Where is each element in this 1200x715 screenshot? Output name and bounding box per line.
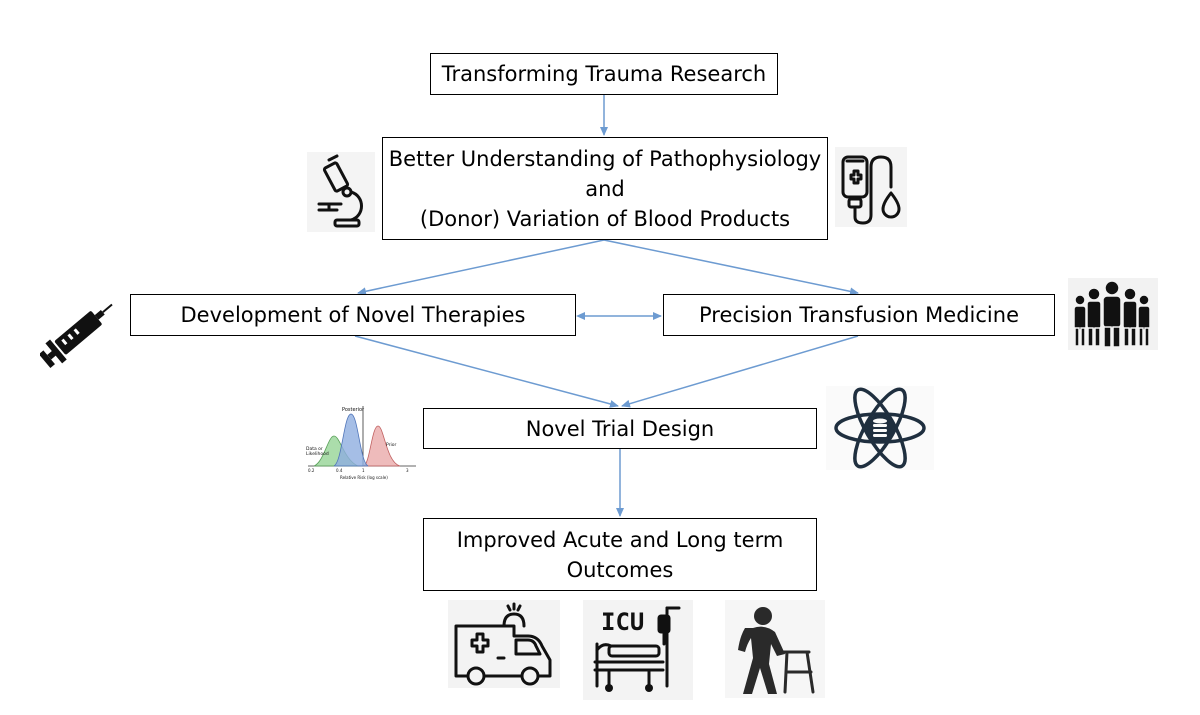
iv-bag-icon — [835, 147, 907, 227]
icu-text: ICU — [601, 608, 644, 636]
icu-bed-icon: ICU — [583, 600, 693, 700]
microscope-icon — [307, 152, 375, 232]
node-novel-trial-design: Novel Trial Design — [423, 408, 817, 449]
data-label: Data or — [306, 446, 323, 452]
x-axis-label: Relative Risk (log scale) — [340, 475, 388, 480]
prior-curve — [362, 425, 401, 467]
posterior-label: Posterior — [342, 407, 365, 413]
node-better-understanding: Better Understanding of Pathophysiology … — [382, 137, 828, 240]
ambulance-icon — [448, 600, 560, 688]
node-label-line: (Donor) Variation of Blood Products — [419, 206, 791, 231]
node-label: Novel Trial Design — [525, 416, 715, 441]
node-label-line: Better Understanding of Pathophysiology — [388, 146, 822, 171]
arrow-precision-to-trial — [621, 335, 859, 408]
node-label: Precision Transfusion Medicine — [699, 303, 1019, 327]
tick-label: 3 — [406, 468, 409, 473]
atom-database-icon — [826, 386, 934, 470]
tick-label: 0.2 — [308, 468, 315, 473]
arrow-therapies-to-trial — [354, 335, 619, 408]
node-label: Transforming Trauma Research — [441, 62, 767, 86]
node-improved-outcomes: Improved Acute and Long term Outcomes — [423, 518, 817, 591]
node-label-line: Improved Acute and Long term — [456, 527, 784, 552]
syringe-icon — [40, 293, 124, 369]
node-label-line: Outcomes — [566, 557, 674, 582]
posterior-curve — [333, 413, 369, 467]
node-novel-therapies: Development of Novel Therapies — [130, 294, 576, 336]
arrow-understanding-to-precision — [603, 239, 859, 296]
arrow-understanding-to-therapies — [357, 239, 605, 296]
node-precision-transfusion: Precision Transfusion Medicine — [663, 294, 1055, 336]
node-label-line: and — [585, 176, 625, 201]
node-transforming-trauma-research: Transforming Trauma Research — [430, 53, 778, 95]
likelihood-label: Likelihood — [306, 451, 329, 457]
people-group-icon — [1068, 278, 1158, 350]
tick-label: 0.4 — [336, 468, 343, 473]
node-label: Development of Novel Therapies — [180, 303, 526, 327]
bayesian-distribution-icon: Posterior Data or Likelihood Prior 0.2 0… — [300, 402, 422, 484]
elderly-walker-icon — [725, 600, 825, 698]
tick-label: 1 — [362, 468, 365, 473]
prior-label: Prior — [386, 442, 396, 448]
